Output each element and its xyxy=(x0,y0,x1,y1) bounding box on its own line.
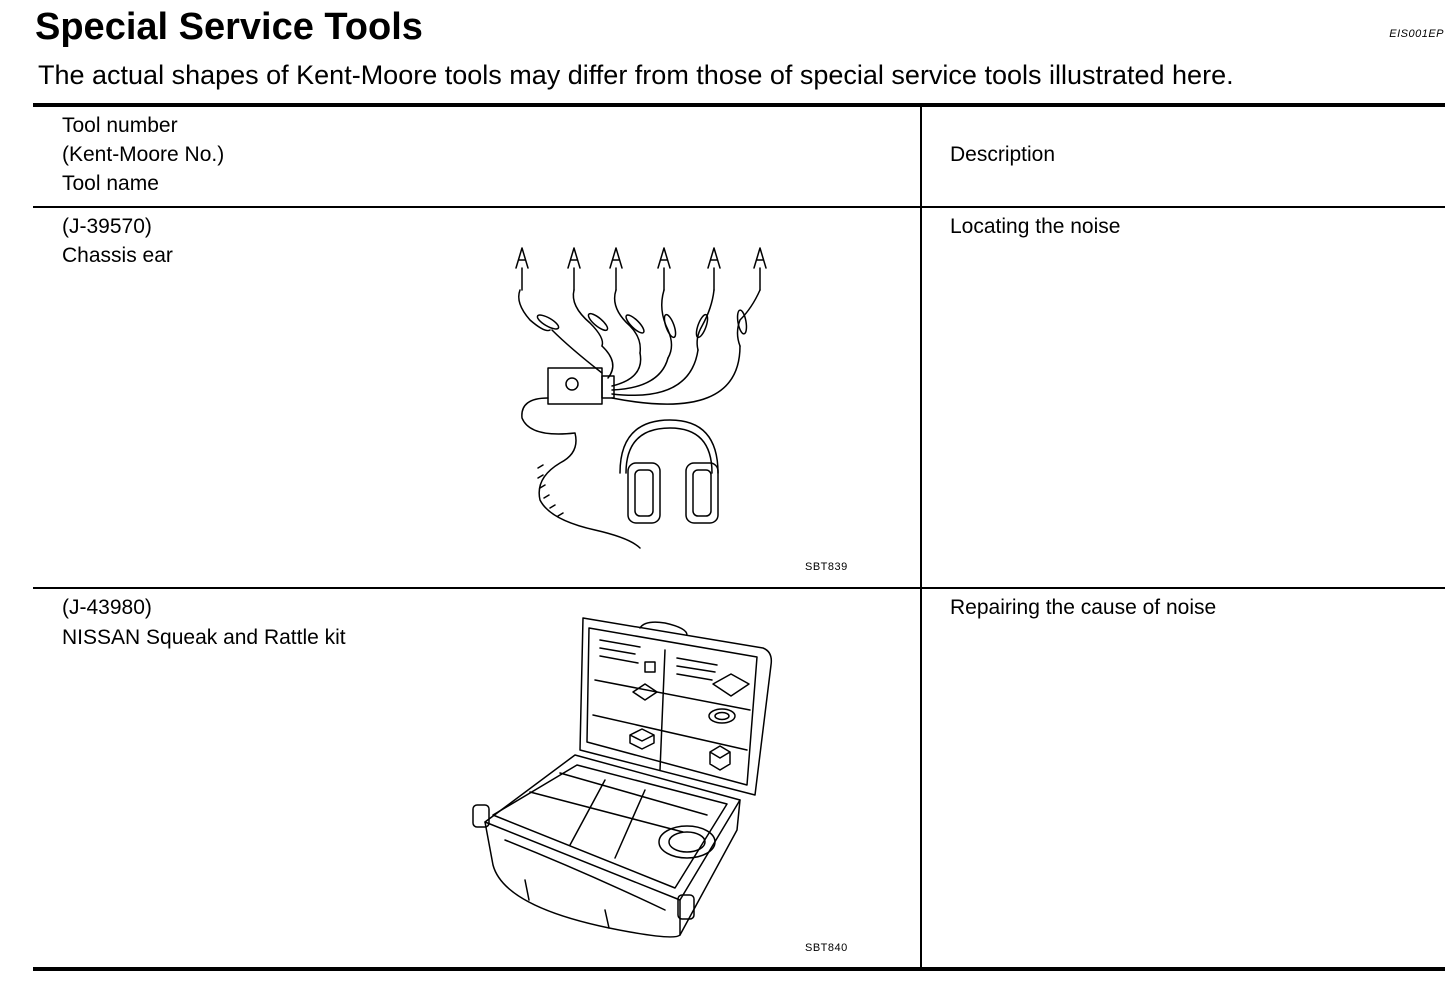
row1-description: Locating the noise xyxy=(950,215,1121,238)
row2-tool-number: (J-43980) xyxy=(62,596,152,619)
column-divider xyxy=(920,105,922,969)
headphones-icon xyxy=(619,419,719,524)
clip-icon xyxy=(657,247,673,359)
page-subtitle: The actual shapes of Kent-Moore tools ma… xyxy=(38,60,1234,90)
squeak-rattle-kit-illustration xyxy=(472,617,773,938)
case-tray xyxy=(472,754,741,938)
section-code: EIS001EP xyxy=(1389,28,1444,40)
row1-tool-number: (J-39570) xyxy=(62,215,152,238)
clip-icon xyxy=(736,247,767,347)
clip-icon xyxy=(609,247,642,354)
clip-icon xyxy=(515,247,551,332)
header-divider xyxy=(33,206,1445,208)
row-divider xyxy=(33,587,1445,589)
clip-icon xyxy=(567,247,604,347)
header-tool-name: Tool name xyxy=(62,172,159,195)
clip-icon xyxy=(696,247,721,351)
page-title: Special Service Tools xyxy=(35,6,423,48)
control-box xyxy=(547,367,603,405)
case-lid xyxy=(579,617,773,796)
table-top-rule xyxy=(33,103,1445,107)
header-description: Description xyxy=(950,143,1056,166)
header-kent-moore-no: (Kent-Moore No.) xyxy=(62,143,225,166)
row2-description: Repairing the cause of noise xyxy=(950,596,1217,619)
figure-code-sbt840: SBT840 xyxy=(805,942,848,954)
row2-tool-name: NISSAN Squeak and Rattle kit xyxy=(62,626,346,649)
header-tool-number: Tool number xyxy=(62,114,178,137)
table-bottom-rule xyxy=(33,967,1445,971)
figure-code-sbt839: SBT839 xyxy=(805,561,848,573)
row1-tool-name: Chassis ear xyxy=(62,244,173,267)
chassis-ear-illustration xyxy=(515,247,767,549)
